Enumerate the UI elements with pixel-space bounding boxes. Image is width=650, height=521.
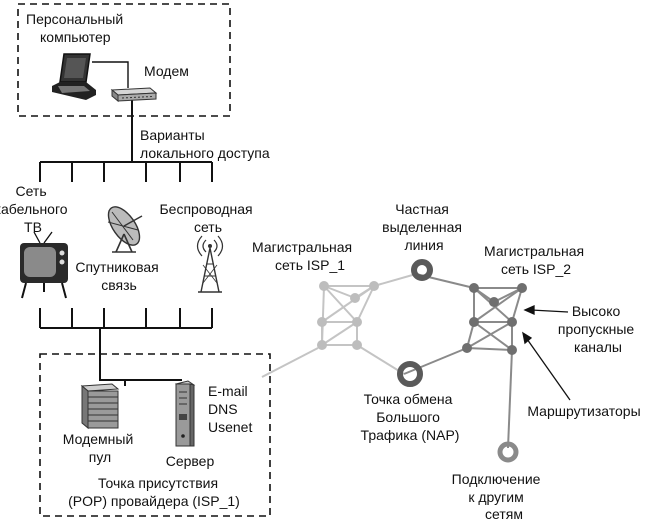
satellite-dish-icon — [107, 206, 143, 253]
router-node-icon — [507, 317, 517, 327]
high-bandwidth-label: Высоко пропускные каналы — [558, 303, 638, 355]
isp1-mesh-links — [321, 273, 417, 375]
access-bus-bottom-ticks — [39, 308, 213, 328]
home-pc-box — [17, 3, 231, 117]
arrow-high-bandwidth — [523, 304, 569, 316]
arrow-routers — [522, 331, 571, 401]
radio-tower-icon — [196, 235, 224, 293]
router-node-icon — [317, 317, 327, 327]
nap-ring — [397, 361, 423, 387]
routers-label: Маршрутизаторы — [527, 403, 640, 419]
private-line-label: Частная выделенная линия — [382, 201, 466, 253]
tv-icon — [20, 231, 68, 299]
modem-label: Модем — [144, 63, 189, 79]
wireless-label: Беспроводная сеть — [159, 201, 256, 235]
pop-label: Точка присутствия (POP) провайдера (ISP_… — [68, 475, 240, 509]
router-node-icon — [507, 345, 517, 355]
pop-to-isp1-link — [261, 347, 319, 378]
isp2-label: Магистральная сеть ISP_2 — [484, 243, 588, 277]
router-node-icon — [317, 340, 327, 350]
private-line-ring — [411, 259, 433, 281]
other-networks-label: Подключение к другим сетям — [452, 471, 545, 521]
router-node-icon — [469, 317, 479, 327]
cable-tv-label: Сеть кабельного ТВ — [0, 183, 71, 235]
router-node-icon — [319, 281, 329, 291]
server-icon — [174, 380, 196, 447]
isp1-router-nodes — [317, 281, 379, 350]
server-label: Сервер — [166, 453, 215, 469]
router-node-icon — [517, 283, 527, 293]
router-node-icon — [462, 343, 472, 353]
router-node-icon — [352, 340, 362, 350]
isp1-label: Магистральная сеть ISP_1 — [252, 239, 356, 273]
services-label: E-mail DNS Usenet — [208, 383, 252, 435]
pop-box — [39, 353, 271, 517]
modem-icon — [110, 87, 158, 103]
pop-feed-line — [99, 328, 126, 386]
router-node-icon — [369, 281, 379, 291]
router-node-icon — [489, 297, 499, 307]
nap-label: Точка обмена Большого Трафика (NAP) — [361, 391, 460, 443]
laptop-modem-cable — [92, 61, 129, 88]
router-node-icon — [352, 317, 362, 327]
access-variants-label: Варианты локального доступа — [140, 127, 270, 161]
isp2-router-nodes — [462, 283, 527, 355]
access-bus-top-ticks — [39, 162, 213, 182]
laptop-icon — [52, 53, 96, 100]
pc-label: Персональный компьютер — [26, 11, 127, 45]
modem-pool-label: Модемный пул — [63, 431, 137, 465]
router-node-icon — [469, 283, 479, 293]
modem-pool-icon — [80, 383, 120, 430]
other-networks-ring — [497, 441, 519, 463]
router-node-icon — [350, 293, 360, 303]
satellite-label: Спутниковая связь — [75, 259, 162, 293]
